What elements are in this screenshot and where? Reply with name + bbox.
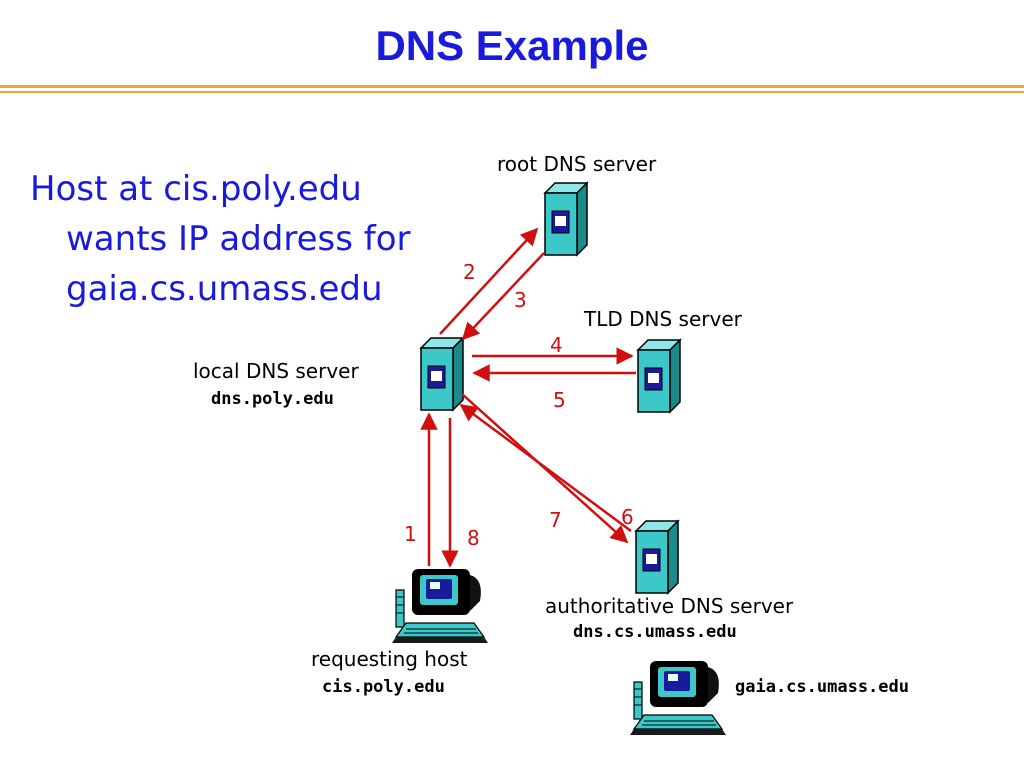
- step-label-1: 1: [404, 522, 417, 546]
- step-label-6: 6: [621, 505, 634, 529]
- arrow-step-2: [439, 227, 539, 335]
- requesting-host-hostname: cis.poly.edu: [322, 677, 445, 697]
- title-divider: [0, 85, 1024, 88]
- authoritative-dns-server-icon: [635, 520, 679, 594]
- step-label-7: 7: [549, 508, 562, 532]
- step-label-2: 2: [463, 260, 476, 284]
- authoritative-dns-server-hostname: dns.cs.umass.edu: [573, 622, 737, 642]
- requesting-host-icon: [391, 568, 489, 644]
- local-dns-server-icon: [420, 337, 464, 411]
- step-label-4: 4: [550, 333, 563, 357]
- tld-dns-server-icon: [637, 339, 681, 413]
- title-divider-secondary: [0, 91, 1024, 93]
- target-host-hostname: gaia.cs.umass.edu: [735, 677, 909, 697]
- arrow-step-7: [461, 393, 629, 544]
- authoritative-dns-server-label: authoritative DNS server: [545, 594, 794, 618]
- local-dns-server-label: local DNS server: [193, 359, 359, 383]
- description-line-1: Host at cis.poly.edu: [30, 169, 362, 209]
- tld-dns-server-label: TLD DNS server: [584, 307, 742, 331]
- requesting-host-label: requesting host: [311, 647, 468, 671]
- step-label-3: 3: [514, 288, 527, 312]
- root-dns-server-label: root DNS server: [497, 152, 657, 176]
- step-label-5: 5: [553, 388, 566, 412]
- description-line-2: wants IP address for: [66, 219, 411, 259]
- step-label-8: 8: [467, 526, 480, 550]
- page-title: DNS Example: [375, 22, 649, 69]
- arrow-step-3: [461, 252, 545, 341]
- description-text: Host at cis.poly.edu wants IP address fo…: [30, 164, 450, 314]
- local-dns-server-hostname: dns.poly.edu: [211, 389, 334, 409]
- description-line-3: gaia.cs.umass.edu: [66, 269, 383, 309]
- target-host-icon: [629, 660, 727, 736]
- root-dns-server-icon: [544, 182, 588, 256]
